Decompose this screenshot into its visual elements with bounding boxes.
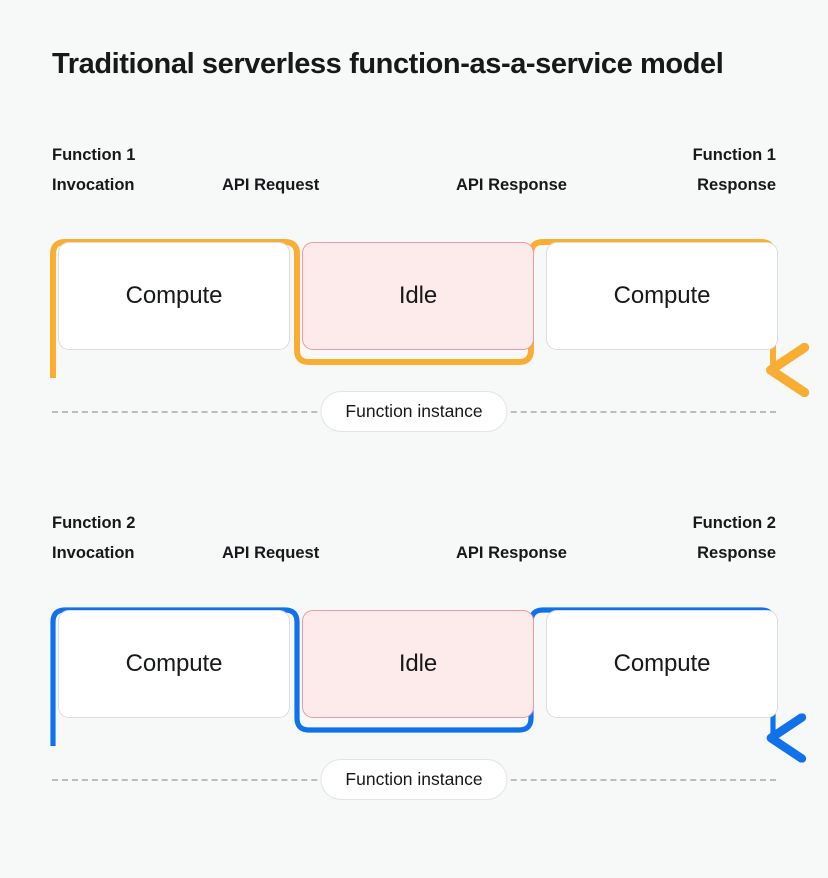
phase-labels-function-1: Function 1 Invocation API Request API Re… [52, 140, 776, 194]
function-instance-divider-1: Function instance [52, 391, 776, 433]
phase-labels-function-2: Function 2 Invocation API Request API Re… [52, 508, 776, 562]
function-instance-pill: Function instance [320, 759, 508, 800]
phase-box-idle: Idle [302, 610, 534, 718]
page-title: Traditional serverless function-as-a-ser… [52, 48, 724, 80]
label-function-1-api-request: API Request [222, 176, 320, 194]
label-function-1-response: Function 1 Response [692, 146, 776, 194]
timeline-track-function-2: Compute Idle Compute [0, 596, 828, 756]
label-function-1-api-response: API Response [456, 176, 567, 194]
function-instance-pill: Function instance [320, 391, 508, 432]
phase-box-compute: Compute [58, 242, 290, 350]
phase-boxes-function-1: Compute Idle Compute [58, 242, 778, 350]
function-instance-divider-2: Function instance [52, 759, 776, 801]
phase-box-compute: Compute [58, 610, 290, 718]
label-function-1-invocation: Function 1 Invocation [52, 146, 136, 194]
phase-box-compute: Compute [546, 242, 778, 350]
label-function-2-api-response: API Response [456, 544, 567, 562]
label-function-2-api-request: API Request [222, 544, 320, 562]
label-function-2-response: Function 2 Response [692, 514, 776, 562]
phase-box-idle: Idle [302, 242, 534, 350]
timeline-track-function-1: Compute Idle Compute [0, 228, 828, 388]
label-function-2-invocation: Function 2 Invocation [52, 514, 136, 562]
phase-box-compute: Compute [546, 610, 778, 718]
phase-boxes-function-2: Compute Idle Compute [58, 610, 778, 718]
